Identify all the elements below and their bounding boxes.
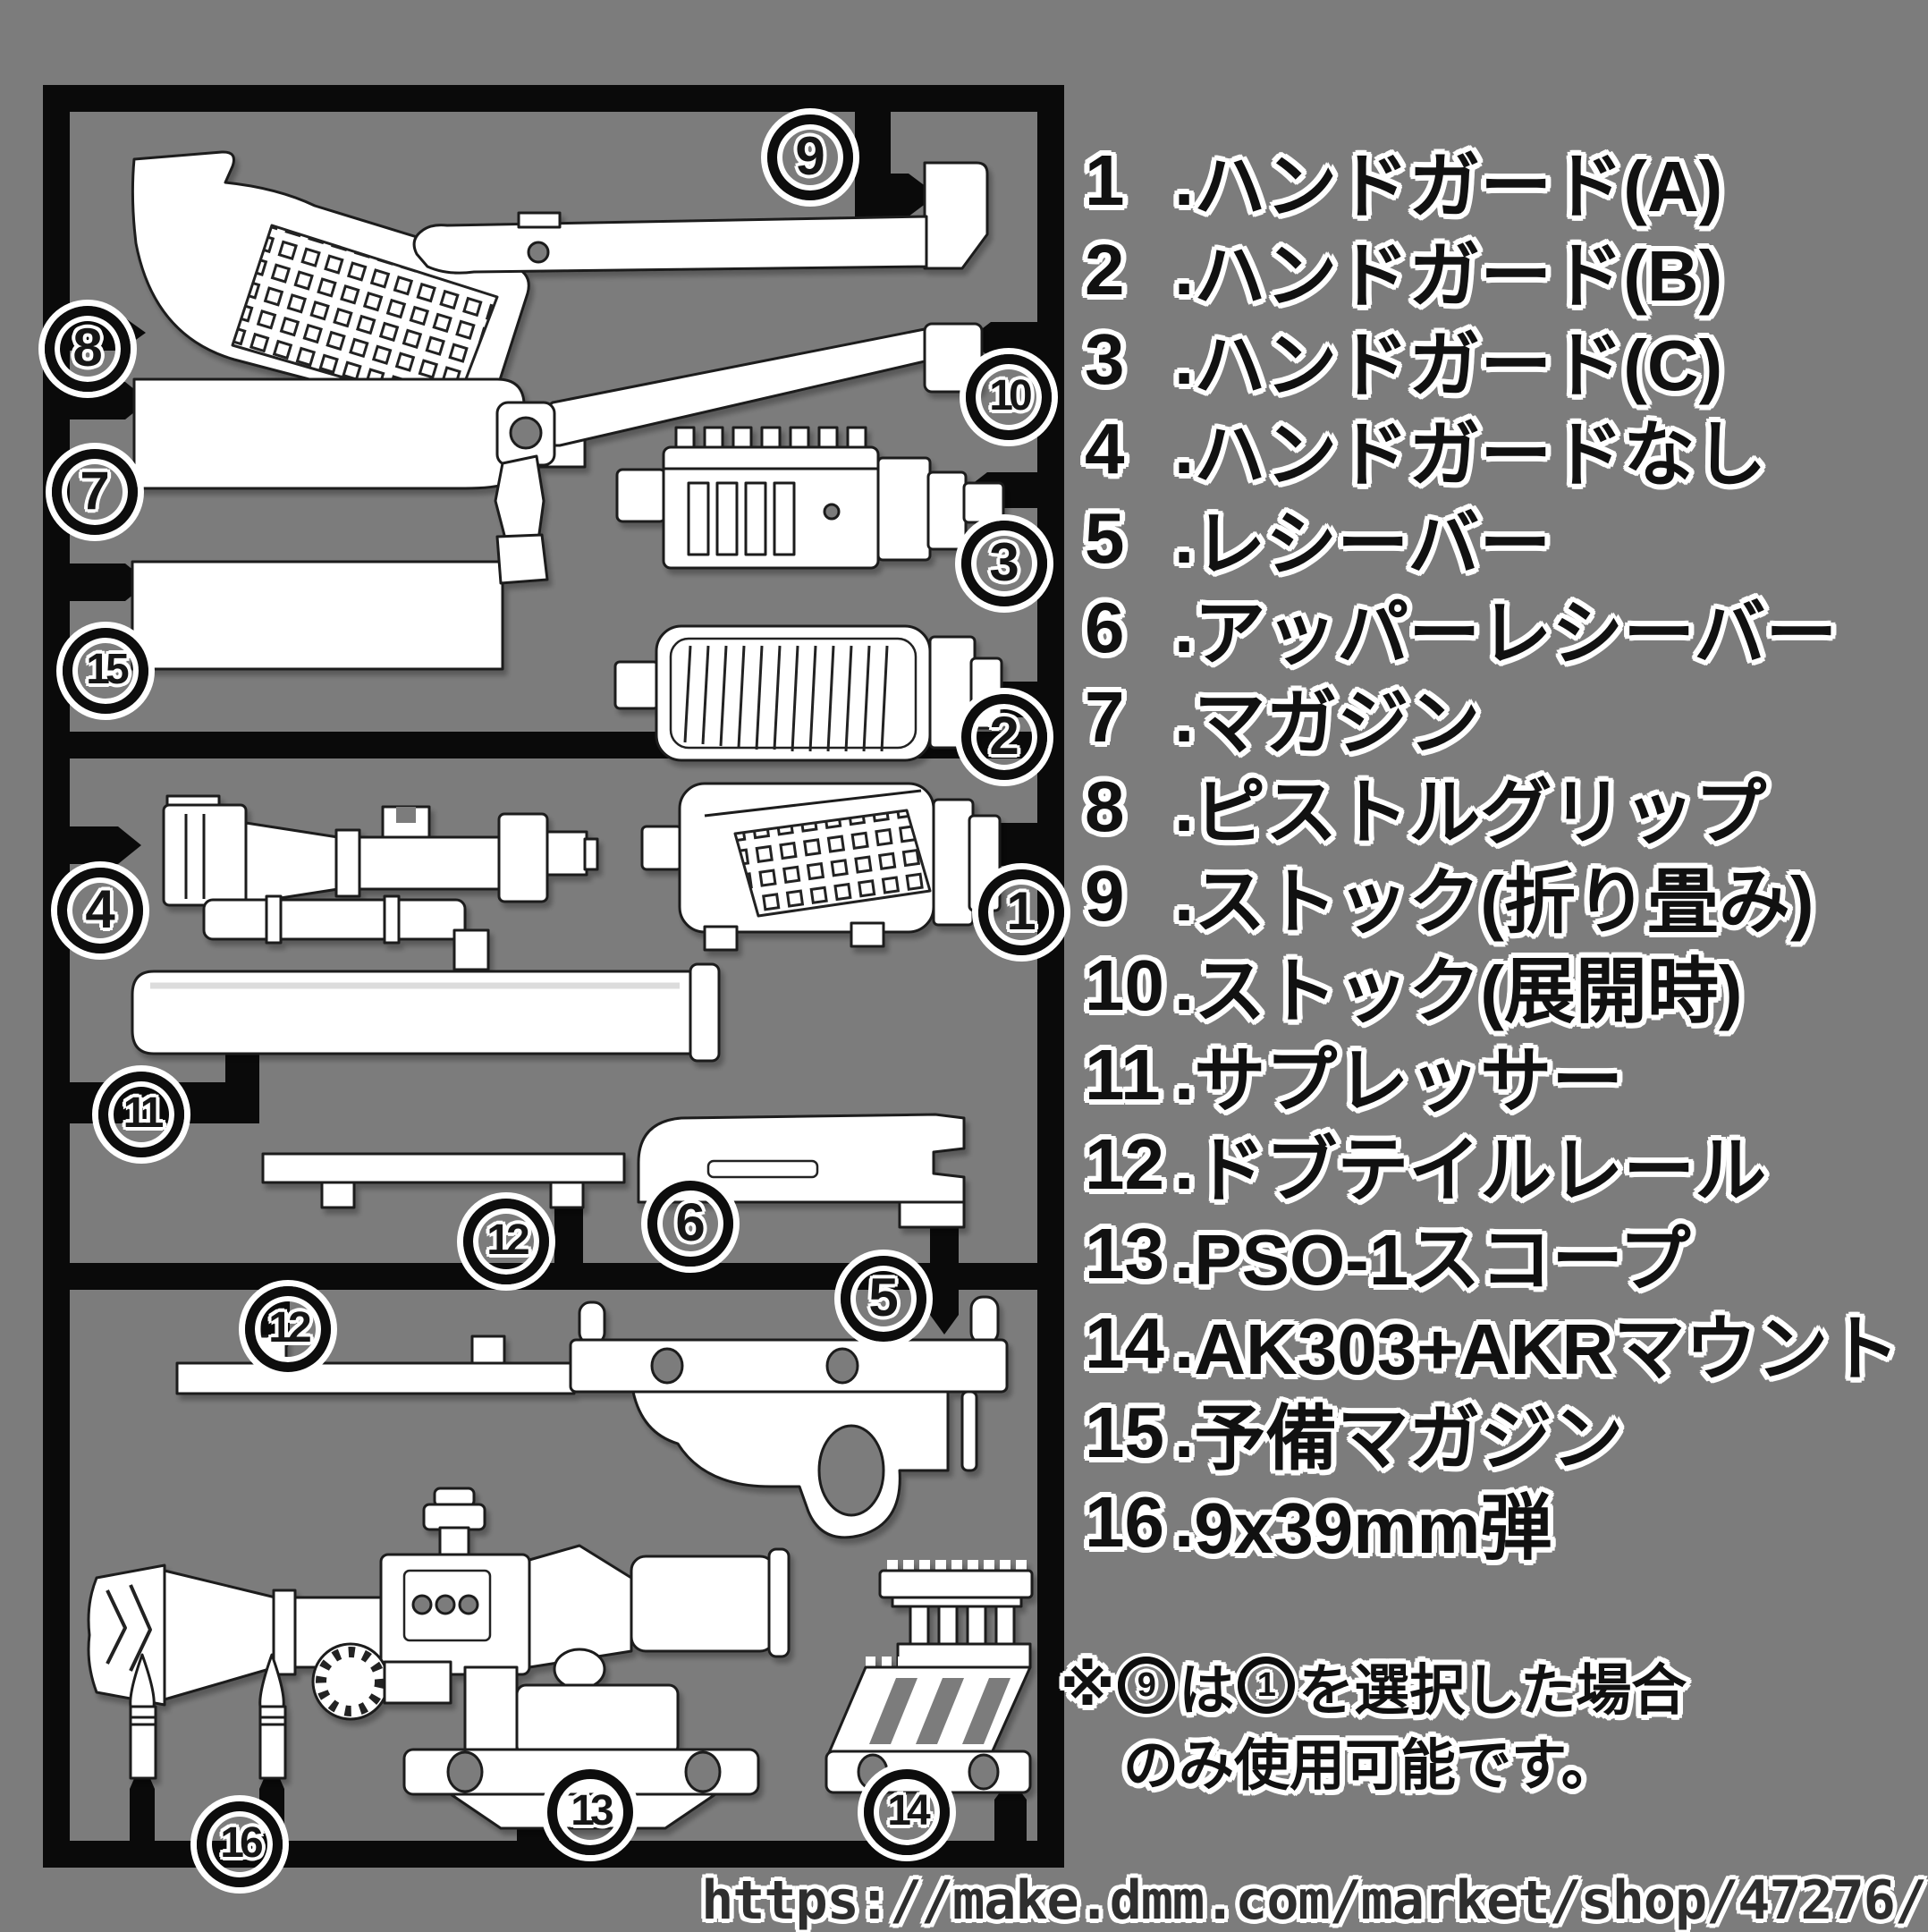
part-magazine [132,377,587,490]
part-label-5: 5 [841,1256,926,1342]
part-label-11: 11 [98,1072,184,1157]
part-label-9: 9 [767,114,853,200]
legend-item: 11.サプレッサー [1085,1035,1624,1121]
legend-item: 14.AK303+AKRマウント [1085,1303,1900,1389]
shop-url-text: https://make.dmm.com/market/shop/47276/ [701,1869,1927,1932]
legend-item: 8.ピストルグリップ [1085,767,1767,852]
note-circled-9: 9 [1118,1657,1176,1714]
part-label-1: 1 [978,869,1064,955]
part-stock-folded [412,161,989,275]
part-dovetail-rail-2 [175,1335,576,1395]
legend-item: 15.予備マガジン [1085,1393,1624,1479]
part-handguard-b [613,624,1003,762]
legend-item: 7.マガジン [1085,677,1481,763]
part-upper-receiver [637,1113,966,1229]
part-label-8: 8 [45,306,131,392]
part-label-14: 14 [864,1769,950,1855]
legend-item: 12.ドブテイルレール [1085,1124,1767,1210]
legend-item: 5.レシーバー [1085,498,1552,584]
part-label-15: 15 [63,628,148,714]
legend-item: 6.アッパーレシーバー [1085,588,1838,674]
part-stock-deployed [494,322,984,585]
legend-item: 3.ハンドガード(C) [1085,319,1723,405]
part-cartridges [129,1653,287,1780]
legend-item: 13.PSO-1スコープ [1085,1214,1691,1300]
part-label-6: 6 [647,1181,733,1267]
legend-item: 4.ハンドガードなし [1085,409,1767,495]
part-spare-magazine [131,560,504,671]
legend-item: 9.ストック(折り畳み) [1085,856,1814,942]
part-pso1-scope [87,1487,791,1830]
part-handguard-a [640,782,1002,952]
legend-item: 1.ハンドガード(A) [1085,140,1723,226]
part-label-12a: 12 [463,1199,549,1284]
part-label-7: 7 [52,449,138,535]
sprue-frame [43,85,1064,1868]
legend-item: 10.ストック(展開時) [1085,945,1743,1031]
part-handguard-c [615,426,1005,570]
part-dovetail-rail-1 [261,1152,626,1209]
part-label-4: 4 [57,868,143,953]
part-pistol-grip [131,150,530,419]
part-barrel-assembly [162,794,599,971]
legend-item: 16.9x39mm弾 [1085,1482,1552,1568]
part-suppressor [131,962,721,1063]
usage-note-line-2: のみ使用可能です。 [1123,1735,1617,1797]
part-label-3: 3 [961,521,1047,606]
legend-item: 2.ハンドガード(B) [1085,230,1723,316]
part-label-10: 10 [966,354,1052,440]
part-label-12b: 12 [245,1286,331,1372]
note-circled-1: 1 [1238,1657,1296,1714]
part-label-2: 2 [961,694,1047,780]
part-label-16: 16 [197,1801,283,1887]
parts-legend: 1.ハンドガード(A) 2.ハンドガード(B) 3.ハンドガード(C) 4.ハン… [1085,136,1900,1568]
part-label-13: 13 [547,1769,633,1855]
part-ak-mount [824,1560,1034,1794]
part-receiver [569,1295,1009,1539]
